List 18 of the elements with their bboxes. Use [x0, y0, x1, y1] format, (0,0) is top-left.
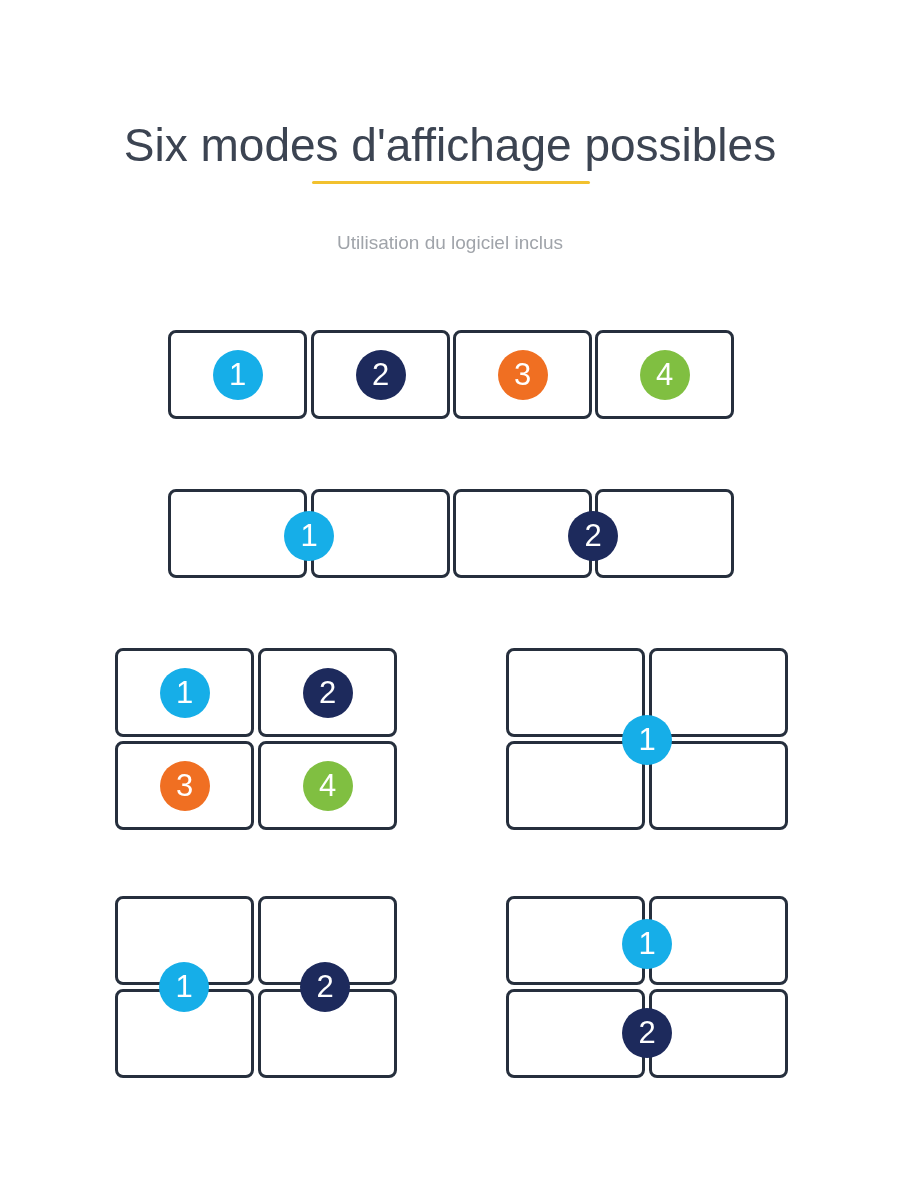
monitor-screen	[258, 648, 397, 737]
subtitle-text: Utilisation du logiciel inclus	[336, 231, 564, 255]
monitor-screen	[115, 648, 254, 737]
monitor-screen	[258, 741, 397, 830]
monitor-screen	[115, 741, 254, 830]
monitor-screen	[595, 330, 734, 419]
screen-number-circle: 3	[497, 349, 548, 400]
screen-number-circle: 2	[302, 667, 353, 718]
screen-number-circle: 1	[212, 349, 263, 400]
monitor-screen	[168, 330, 307, 419]
screen-number-circle: 3	[159, 760, 210, 811]
monitor-screen	[453, 330, 592, 419]
screen-number-circle: 4	[639, 349, 690, 400]
monitor-screen	[311, 330, 450, 419]
screen-number-circle: 2	[355, 349, 406, 400]
screen-number-circle: 1	[159, 667, 210, 718]
page-title: Six modes d'affichage possibles	[122, 118, 778, 172]
screen-number-circle: 4	[302, 760, 353, 811]
